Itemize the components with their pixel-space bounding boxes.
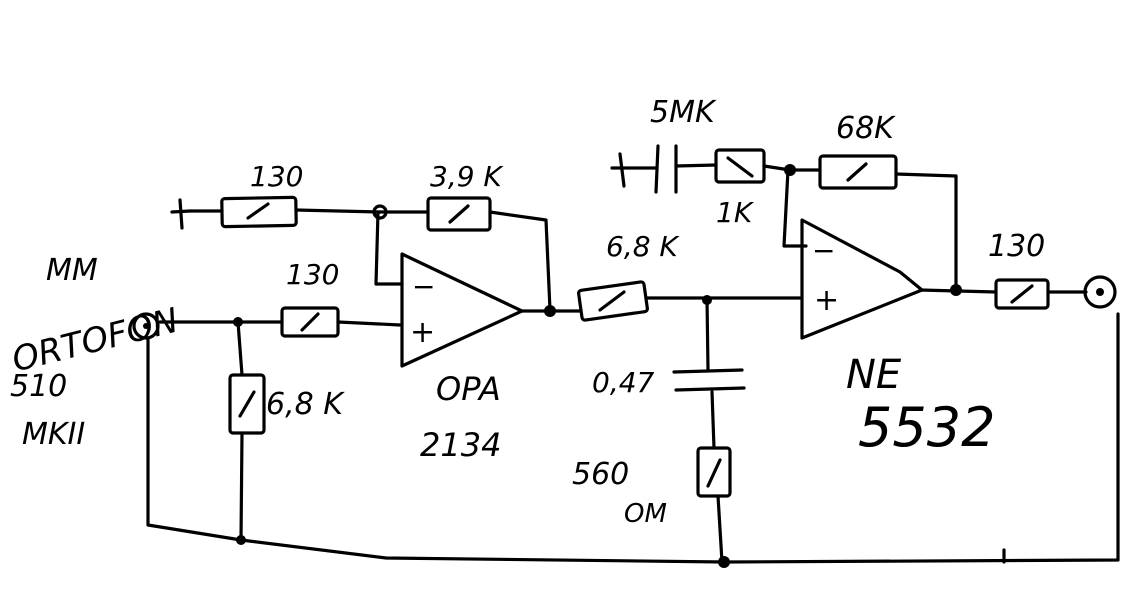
r130-input-label: 130 [286, 258, 339, 291]
resistor-body [818, 154, 898, 190]
u1-label-line2: 2134 [420, 426, 501, 464]
u2-minus-sign: − [812, 234, 835, 267]
resistor-r130-output [994, 278, 1050, 310]
r39k-right-wire [488, 210, 552, 312]
junction-dot [544, 305, 556, 317]
u1-label-line1: OPA [436, 370, 501, 408]
resistor-body [228, 373, 266, 435]
capacitor-plate [674, 386, 746, 392]
capacitor-c5mk [654, 144, 678, 194]
shunt-wire-bottom [239, 431, 244, 542]
junction-ring [372, 204, 388, 220]
resistor-slash [726, 156, 754, 178]
resistor-r130-input [280, 306, 340, 338]
opamp-u2 [800, 218, 924, 340]
r130-top-right-wire [294, 208, 382, 214]
output-jack [1083, 275, 1117, 309]
junction-dot [784, 164, 796, 176]
resistor-r130-gain [220, 195, 298, 229]
capacitor-plate [672, 368, 744, 374]
u2-label-line1: NE [846, 352, 902, 398]
u1-minus-sign: − [412, 270, 435, 303]
opamp-u1 [400, 252, 524, 368]
c5mk-gnd-tick [618, 152, 626, 188]
u2-minus-wire [782, 168, 808, 248]
source-label-line3: 510 [10, 369, 67, 404]
r560-unit-label: OM [624, 499, 667, 529]
resistor-body [714, 148, 766, 184]
gnd-stub-tick [178, 198, 184, 230]
capacitor-c047 [672, 368, 746, 392]
resistor-r560 [696, 446, 732, 498]
resistor-slash [598, 290, 626, 312]
opamp-u2-triangle [800, 218, 924, 340]
resistor-r68k-shunt [228, 373, 266, 435]
c047-label: 0,47 [592, 366, 655, 399]
r68k-right-wire [894, 172, 958, 292]
input-wire-to-u1 [336, 320, 402, 327]
r560-to-gnd-wire [716, 494, 724, 564]
input-jack-ring [132, 312, 160, 340]
resistor-slash [846, 162, 868, 182]
resistor-body [426, 196, 492, 232]
output-jack-ring [1083, 275, 1117, 309]
opamp-u1-triangle [400, 252, 524, 368]
resistor-body [994, 278, 1050, 310]
r130-gain-label: 130 [250, 160, 303, 193]
u2-label-line2: 5532 [858, 396, 995, 459]
resistor-body [577, 280, 649, 322]
u2-plus-sign: + [814, 283, 839, 318]
r130-output-label: 130 [988, 229, 1045, 264]
resistor-r68k-feedback [818, 154, 898, 190]
shunt-wire-top [236, 320, 244, 377]
resistor-r1k [714, 148, 766, 184]
resistor-slash [300, 312, 320, 332]
input-jack [132, 312, 160, 340]
input-jack-pin [143, 323, 149, 329]
r1k-label: 1K [716, 196, 755, 229]
r68k-shunt-label: 6,8 K [266, 387, 345, 422]
c5mk-to-1k-wire [674, 163, 718, 168]
output-jack-pin [1096, 288, 1104, 296]
resistor-body [220, 195, 298, 229]
junction-dot [718, 556, 730, 568]
junction-dot [233, 317, 243, 327]
c5mk-label: 5MK [650, 95, 717, 130]
r39k-label: 3,9 K [430, 160, 504, 193]
junctions [233, 164, 962, 568]
resistor-slash [706, 458, 722, 488]
resistor-slash [238, 390, 256, 418]
resistor-r68k-series [577, 280, 649, 322]
resistor-slash [246, 202, 270, 220]
resistor-body [280, 306, 340, 338]
junction-dot [950, 284, 962, 296]
ground-bus [146, 312, 1120, 564]
u1-plus-sign: + [410, 315, 435, 350]
capacitor-plate [654, 144, 660, 194]
resistor-slash [1010, 284, 1034, 304]
source-label-line1: MM [46, 253, 98, 288]
junction-dot [236, 535, 246, 545]
junction-dot [702, 295, 712, 305]
resistor-body [696, 446, 732, 498]
r68k-series-label: 6,8 K [606, 230, 680, 263]
u1-minus-wire [374, 210, 404, 286]
r68k-feedback-label: 68K [836, 111, 896, 146]
source-label-line4: MKII [22, 417, 85, 452]
r560-value-label: 560 [572, 457, 629, 492]
resistor-r39k [426, 196, 492, 232]
resistor-slash [448, 204, 470, 224]
c047-top-wire [705, 296, 710, 372]
c047-to-r560-wire [710, 390, 716, 450]
